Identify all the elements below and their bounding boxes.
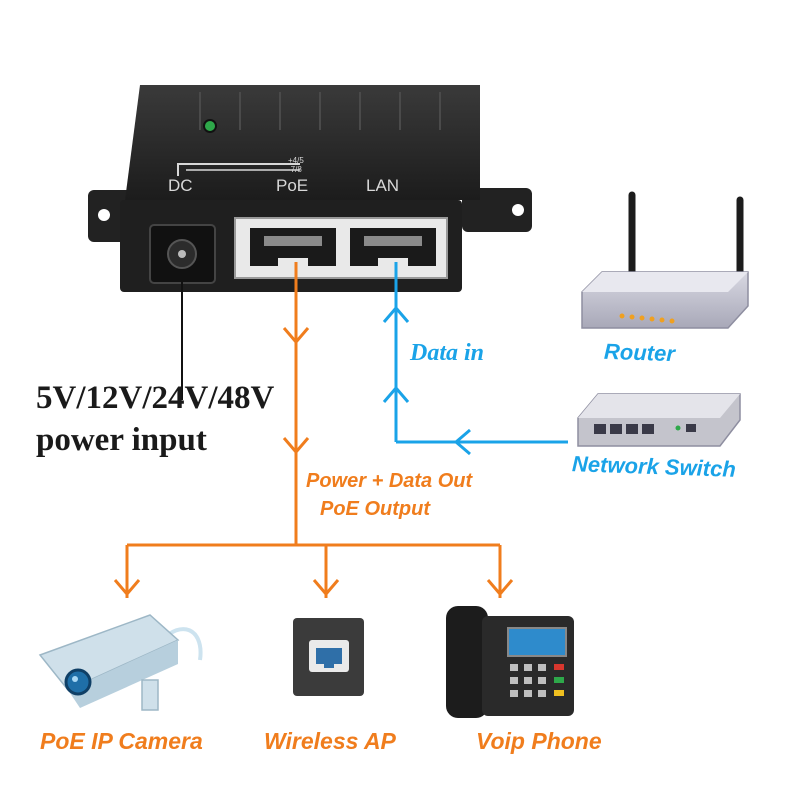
- status-led: [203, 119, 217, 133]
- router-label: Router: [603, 338, 676, 367]
- port-label-dc: DC: [168, 176, 193, 195]
- data-in-line: [394, 262, 568, 444]
- port-label-poe: PoE: [276, 176, 309, 195]
- voip-phone-label: Voip Phone: [476, 728, 602, 754]
- power-input-label-line2: power input: [36, 422, 207, 458]
- wireless-ap-label: Wireless AP: [264, 728, 396, 754]
- network-switch-icon: [577, 393, 741, 447]
- port-label-lan: LAN: [366, 176, 400, 195]
- poe-port: [250, 228, 336, 266]
- voip-phone-icon: [446, 606, 574, 718]
- poe-output-label: PoE Output: [320, 498, 430, 520]
- wireless-ap-icon: [293, 618, 364, 696]
- power-input-label-line1: 5V/12V/24V/48V: [36, 380, 275, 416]
- poe-injector-device: [88, 85, 532, 400]
- power-data-out-label: Power + Data Out: [306, 470, 473, 492]
- power-data-lines: [125, 262, 502, 598]
- camera-label: PoE IP Camera: [40, 728, 203, 754]
- ip-camera-icon: [38, 614, 203, 711]
- pin-label-top: +4/5: [288, 156, 304, 165]
- lan-port: [350, 228, 436, 266]
- power-arrows: [113, 327, 514, 596]
- data-arrows: [382, 306, 471, 456]
- router-icon: [581, 191, 749, 329]
- data-in-label: Data in: [410, 340, 485, 366]
- pin-label-bottom: -7/8: [288, 165, 302, 174]
